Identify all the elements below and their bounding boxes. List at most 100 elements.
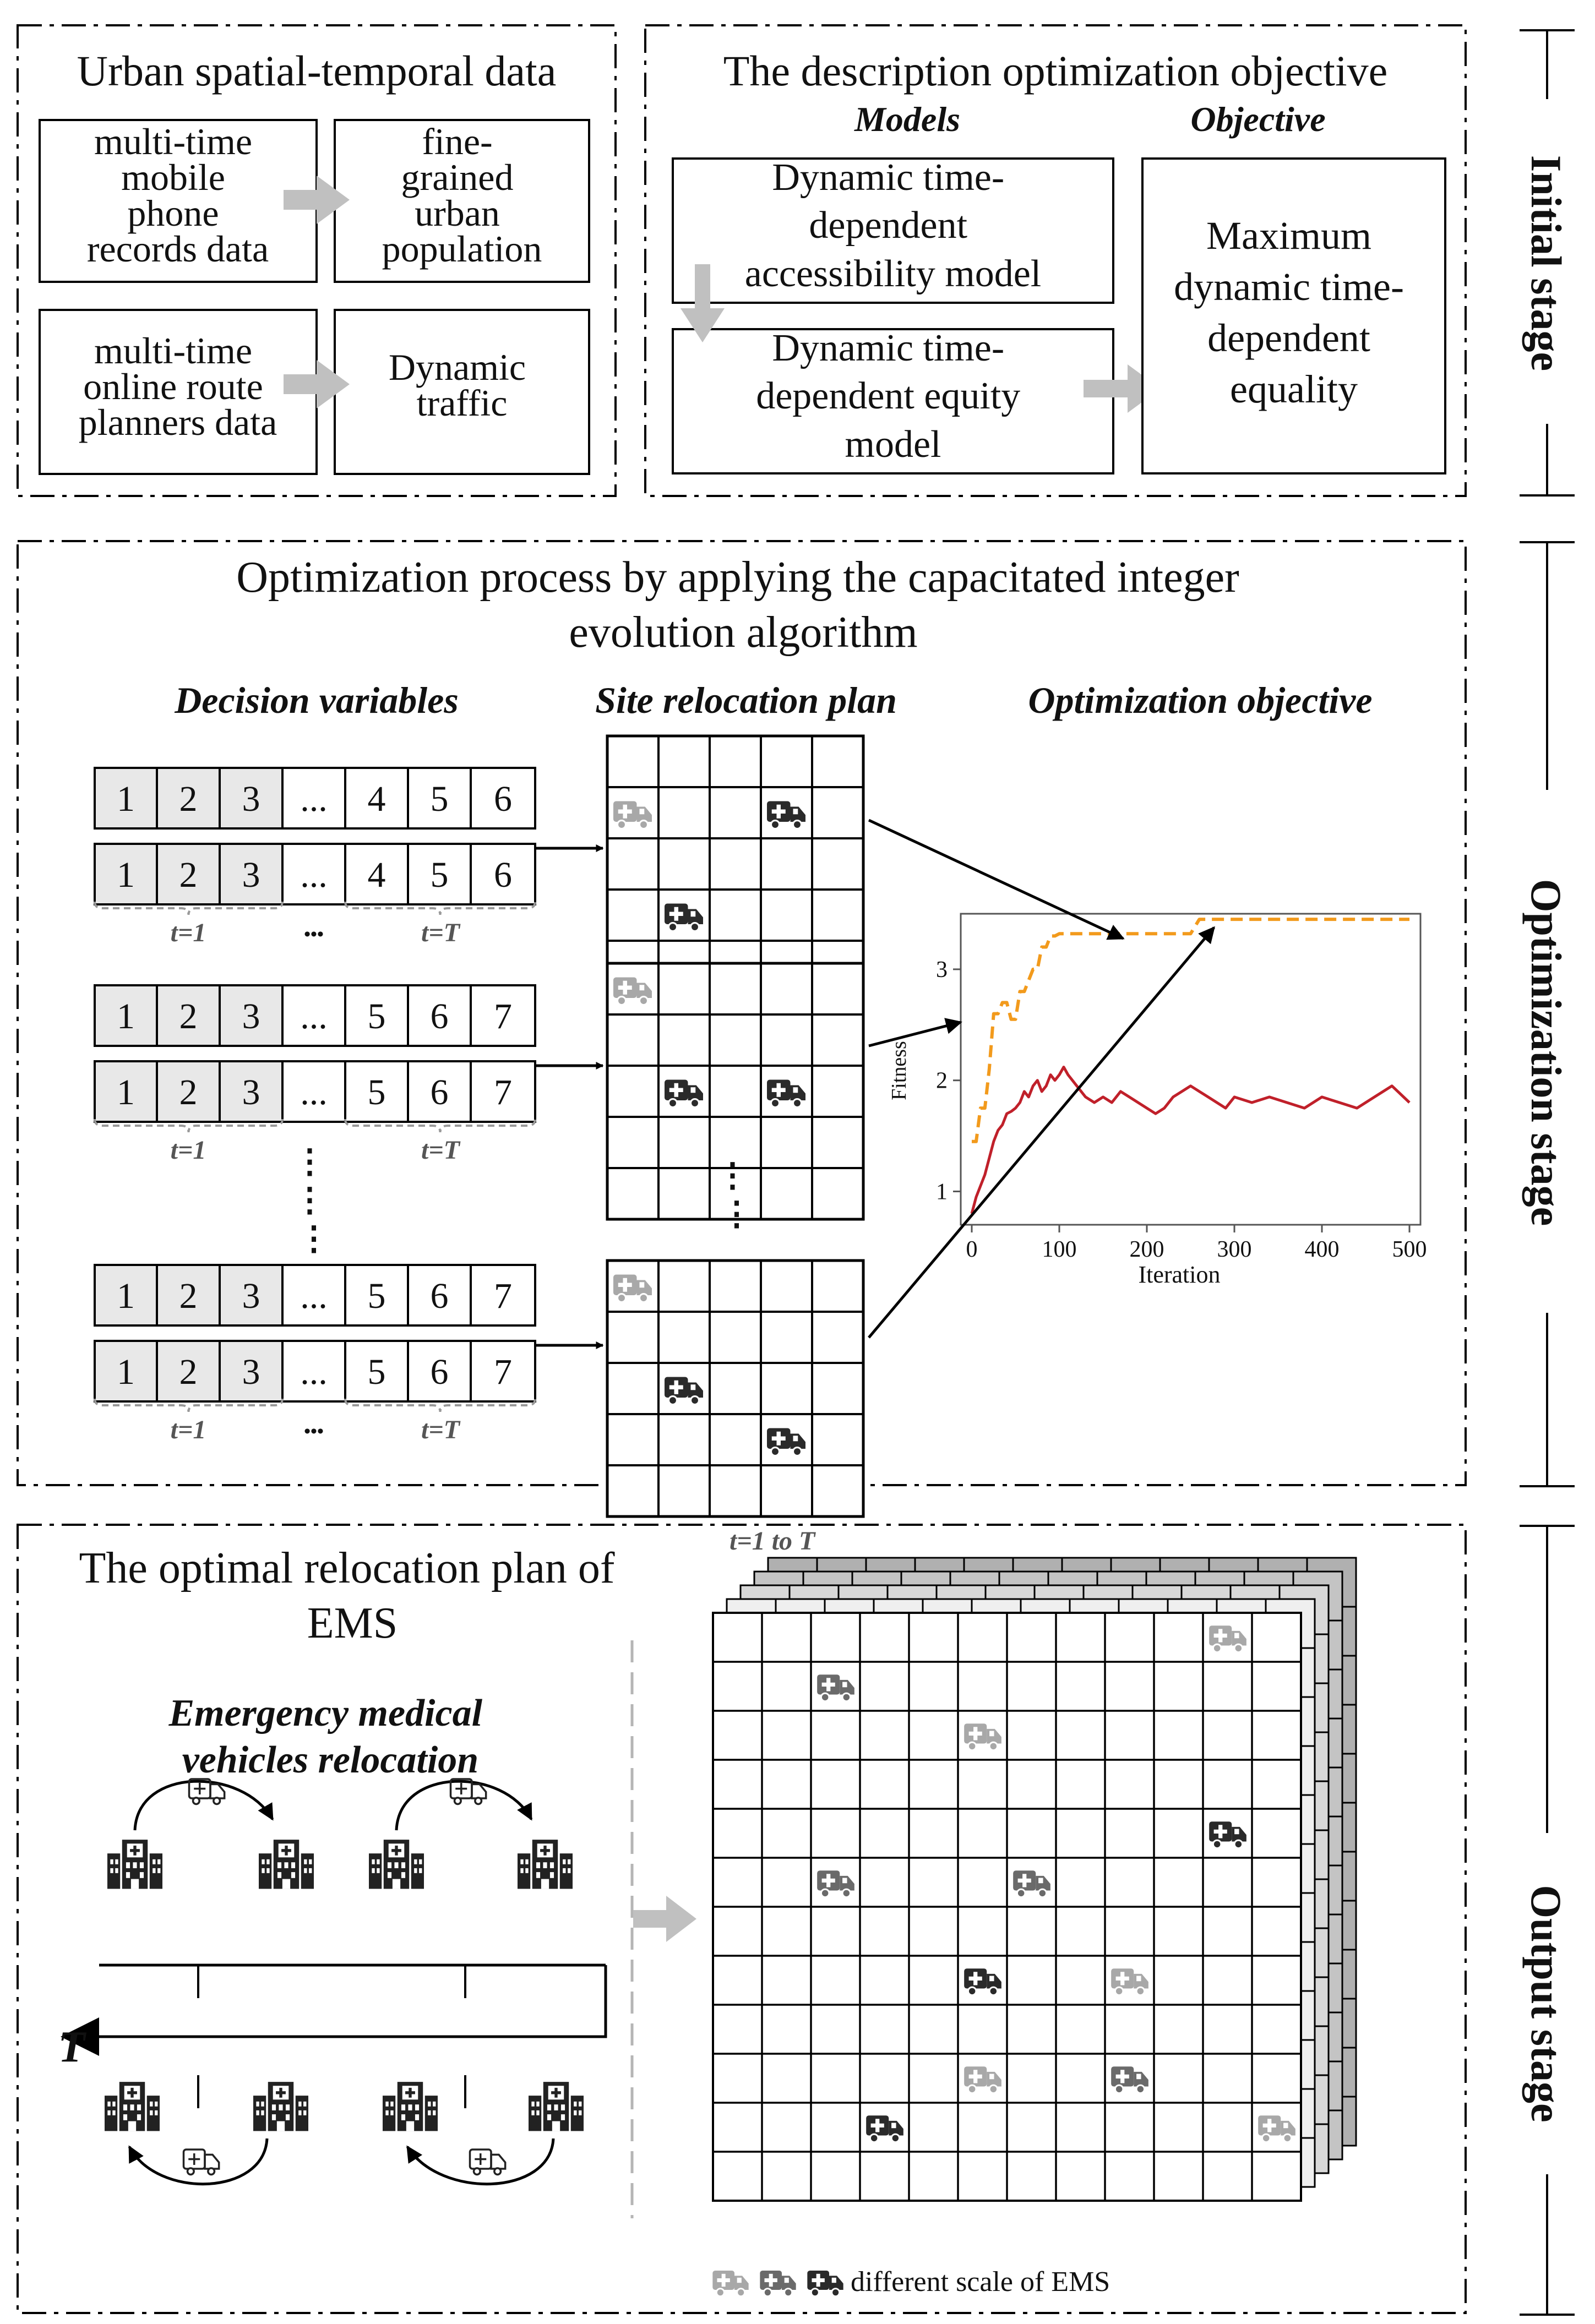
- output-arrow: [633, 1896, 696, 1942]
- decision-variable-value: 3: [242, 779, 260, 819]
- decision-variable-value: 6: [431, 1072, 449, 1112]
- decision-variable-cell: [94, 767, 158, 830]
- decision-variable-value: 5: [368, 1072, 386, 1112]
- objective-section-border: [644, 24, 1467, 497]
- decision-variable-value: 2: [179, 855, 198, 895]
- site-relocation-grids: [606, 734, 865, 1518]
- mobile-records-text: multi-time mobile phone records data: [87, 121, 269, 270]
- decision-variable-cell: [470, 984, 536, 1047]
- data-arrow-traffic: [284, 360, 350, 408]
- decision-variable-value: 1: [117, 996, 135, 1036]
- decision-variable-value: 2: [179, 779, 198, 819]
- arrow-grid3-fitness: [868, 926, 1215, 1339]
- decision-variable-value: 3: [242, 1072, 260, 1112]
- chart-series-best-fitness: [972, 918, 1409, 1143]
- models-header: Models: [854, 100, 960, 139]
- time-end-label: t=T: [421, 1136, 461, 1165]
- decision-variable-value: 5: [368, 996, 386, 1036]
- model-arrow-down: [681, 264, 725, 342]
- relocation-arrow: [406, 2138, 555, 2186]
- time-brace: [94, 901, 284, 915]
- decision-variable-value: ...: [300, 1072, 328, 1112]
- relocation-arrow: [133, 1780, 274, 1831]
- decision-variable-cell: [344, 767, 409, 830]
- decision-variable-value: 1: [117, 1276, 135, 1316]
- hospital-icon: [369, 1840, 424, 1889]
- decision-variable-cell: [281, 767, 346, 830]
- decision-variable-value: 5: [431, 855, 449, 895]
- decision-variable-cell: [156, 1264, 221, 1327]
- relocation-timeline: T: [58, 1778, 607, 2186]
- site-relocation-grid: [606, 962, 865, 1221]
- decision-variable-cell: [470, 843, 536, 905]
- chart-ylabel: Fitness: [888, 1041, 911, 1100]
- ambulance-icon-dark: [806, 2270, 845, 2298]
- decision-variable-value: ...: [300, 779, 328, 819]
- vertical-ellipsis-grid: ⋮ ⋮: [716, 1157, 758, 1232]
- hospital-icon: [518, 1840, 573, 1889]
- hospital-icon: [383, 2082, 438, 2131]
- time-brace: [344, 1398, 536, 1412]
- decision-variable-value: 3: [242, 1276, 260, 1316]
- objective-text: Maximum dynamic time- dependent equality: [1174, 214, 1414, 411]
- stage-bracket-optimization: Optimization stage: [1520, 541, 1575, 1487]
- chart-x-tick-label: 200: [1130, 1237, 1164, 1262]
- decision-variable-value: 5: [368, 1276, 386, 1316]
- arrow-grid1-fitness: [868, 819, 1125, 940]
- decision-variable-value: 7: [494, 1072, 512, 1112]
- route-planners-text: multi-time online route planners data: [79, 330, 277, 443]
- equity-model-box: [672, 328, 1114, 474]
- decision-variable-value: 2: [179, 1352, 198, 1392]
- site-relocation-grid: [606, 1259, 865, 1518]
- traffic-text: Dynamic traffic: [389, 346, 535, 424]
- population-text: fine- grained urban population: [382, 121, 542, 270]
- decision-variable-value: 1: [117, 855, 135, 895]
- stage-label-initial: Initial stage: [1522, 155, 1570, 371]
- chart-xlabel: Iteration: [1138, 1261, 1220, 1288]
- hospital-icon: [253, 2082, 308, 2131]
- objective-header: Objective: [1190, 100, 1325, 139]
- time-end-label: t=T: [421, 918, 461, 947]
- decision-variable-cell: [344, 984, 409, 1047]
- decision-variable-value: 2: [179, 996, 198, 1036]
- decision-variable-cell: [407, 1264, 472, 1327]
- vertical-ellipsis-dv: ⋮ ⋮ ⋮: [293, 1143, 335, 1257]
- objective-box: [1141, 157, 1446, 474]
- time-brace: [94, 1119, 284, 1133]
- hospital-icon: [529, 2082, 584, 2131]
- legend-text: different scale of EMS: [851, 2266, 1110, 2298]
- decision-variable-value: 6: [431, 1276, 449, 1316]
- chart-y-tick-label: 2: [936, 1068, 948, 1094]
- decision-variable-value: 4: [368, 855, 386, 895]
- decision-variable-cell: [219, 1264, 284, 1327]
- decision-variable-cell: [219, 1340, 284, 1403]
- accessibility-model-text: Dynamic time- dependent accessibility mo…: [745, 156, 1041, 295]
- stage-label-optimization: Optimization stage: [1522, 879, 1570, 1226]
- output-subtitle: Emergency medical vehicles relocation: [168, 1692, 492, 1781]
- ems-legend: different scale of EMS: [711, 2266, 1110, 2298]
- equity-model-text: Dynamic time- dependent equity model: [756, 327, 1030, 466]
- decision-variable-value: 7: [494, 996, 512, 1036]
- decision-variable-cell: [94, 1060, 158, 1123]
- decision-variable-value: ...: [300, 1276, 328, 1316]
- decision-variable-value: 7: [494, 1276, 512, 1316]
- decision-variable-value: 6: [494, 779, 512, 819]
- chart-series-mean-fitness: [970, 1066, 1411, 1214]
- decision-variable-cell: [156, 1060, 221, 1123]
- decision-variables-header: Decision variables: [174, 679, 459, 721]
- time-start-label: t=1: [171, 1415, 206, 1444]
- time-end-label: t=T: [421, 1415, 461, 1444]
- decision-variable-value: 3: [242, 996, 260, 1036]
- chart-x-tick-label: 500: [1392, 1237, 1427, 1262]
- decision-variable-cell: [470, 1060, 536, 1123]
- timeline-line: [99, 1965, 607, 2038]
- population-box: [334, 119, 590, 283]
- decision-variable-cell: [470, 1340, 536, 1403]
- time-start-label: t=1: [171, 1136, 206, 1165]
- decision-variable-cell: [281, 1340, 346, 1403]
- time-label: T: [58, 2023, 87, 2071]
- ambulance-icon-light: [711, 2270, 750, 2298]
